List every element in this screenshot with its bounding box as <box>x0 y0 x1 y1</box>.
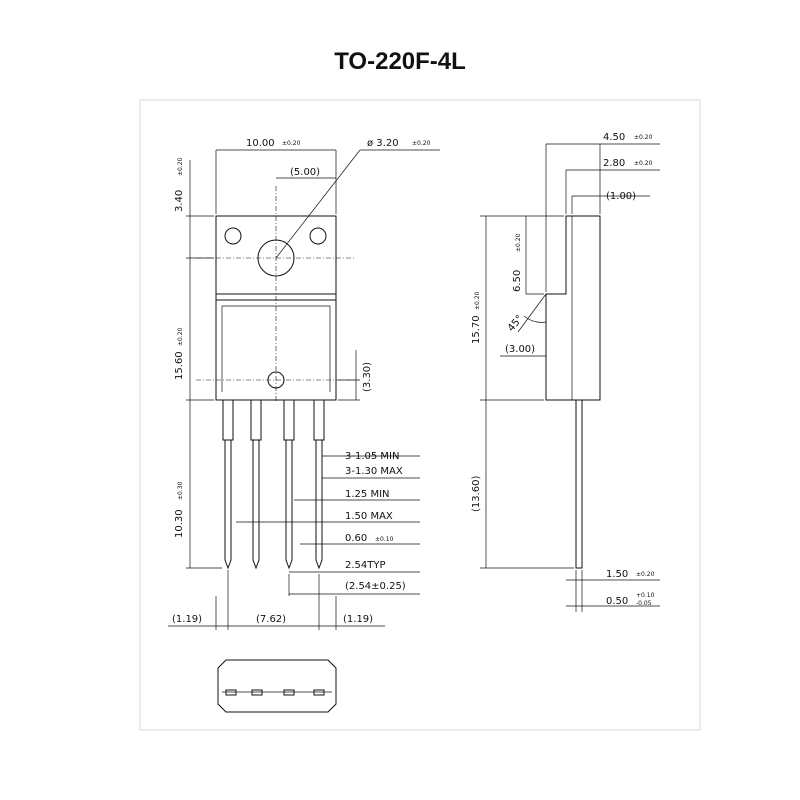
width-tol: ±0.20 <box>282 140 301 147</box>
end-lead-2 <box>251 689 263 696</box>
right-margin-dim: (1.19) <box>343 614 373 625</box>
upper-height-dim: 6.50 <box>512 270 523 292</box>
thickness-tol: ±0.10 <box>375 536 394 543</box>
body-height-dim: 15.60 <box>174 351 185 380</box>
side-thickness-dim: 4.50 <box>603 132 625 143</box>
lead-min-dim: 3-1.05 MIN <box>345 451 399 462</box>
end-lead-4 <box>313 689 325 696</box>
thickness-dim: 0.60 <box>345 533 367 544</box>
total-height-dim: 15.70 <box>471 315 482 344</box>
end-lead-3 <box>283 689 295 696</box>
left-small-hole <box>224 227 242 245</box>
lead-thickness-dim: 0.50 <box>606 596 628 607</box>
lead-thickness-tol-minus: -0.05 <box>636 600 652 607</box>
upper-height-tol: ±0.20 <box>515 233 522 252</box>
total-height-tol: ±0.20 <box>474 291 481 310</box>
front-view: 10.00 ±0.20 ø 3.20 ±0.20 (5.00) 3.40 ±0.… <box>168 138 440 630</box>
width-dim: 10.00 <box>246 138 275 149</box>
lead-4 <box>313 399 325 570</box>
lead-length-dim: 10.30 <box>174 509 185 538</box>
tab-height-dim: 3.40 <box>174 190 185 212</box>
end-view-outline <box>217 659 337 713</box>
width-max-dim: 1.50 MAX <box>345 511 393 522</box>
lead-width-side-tol: ±0.20 <box>636 571 655 578</box>
angle-dim: 45° <box>506 313 526 334</box>
pitch-tol-dim: (2.54±0.25) <box>345 581 406 592</box>
step-dim: (1.00) <box>606 191 636 202</box>
lead-length-tol: ±0.30 <box>177 481 184 500</box>
mark-offset-dim: (3.30) <box>362 362 373 392</box>
lead-3 <box>283 399 295 570</box>
hole-diameter-tol: ±0.20 <box>412 140 431 147</box>
lead-max-dim: 3-1.30 MAX <box>345 466 403 477</box>
end-lead-1 <box>225 689 237 696</box>
left-margin-dim: (1.19) <box>172 614 202 625</box>
package-title: TO-220F-4L <box>334 48 466 75</box>
side-body-outline <box>545 215 601 401</box>
pitch-dim: 2.54TYP <box>345 560 386 571</box>
drawing-frame <box>139 99 701 731</box>
side-view: 4.50 ±0.20 2.80 ±0.20 (1.00) 15.70 ±0.20… <box>471 132 660 612</box>
lead-span-dim: (7.62) <box>256 614 286 625</box>
width-min-dim: 1.25 MIN <box>345 489 390 500</box>
side-thickness-tol: ±0.20 <box>634 134 653 141</box>
right-small-hole <box>309 227 327 245</box>
lead-1 <box>222 399 234 570</box>
lead-2 <box>250 399 262 570</box>
tab-thickness-dim: 2.80 <box>603 158 625 169</box>
body-height-tol: ±0.20 <box>177 327 184 346</box>
step-bottom-dim: (3.00) <box>505 344 535 355</box>
tab-height-tol: ±0.20 <box>177 157 184 176</box>
tab-thickness-tol: ±0.20 <box>634 160 653 167</box>
lead-width-side-dim: 1.50 <box>606 569 628 580</box>
lead-thickness-tol-plus: +0.10 <box>636 592 655 599</box>
hole-offset-dim: (5.00) <box>290 167 320 178</box>
side-lead <box>575 400 583 569</box>
hole-diameter-dim: ø 3.20 <box>367 138 399 149</box>
bottom-view <box>217 659 337 713</box>
lead-length-side-dim: (13.60) <box>471 475 482 512</box>
